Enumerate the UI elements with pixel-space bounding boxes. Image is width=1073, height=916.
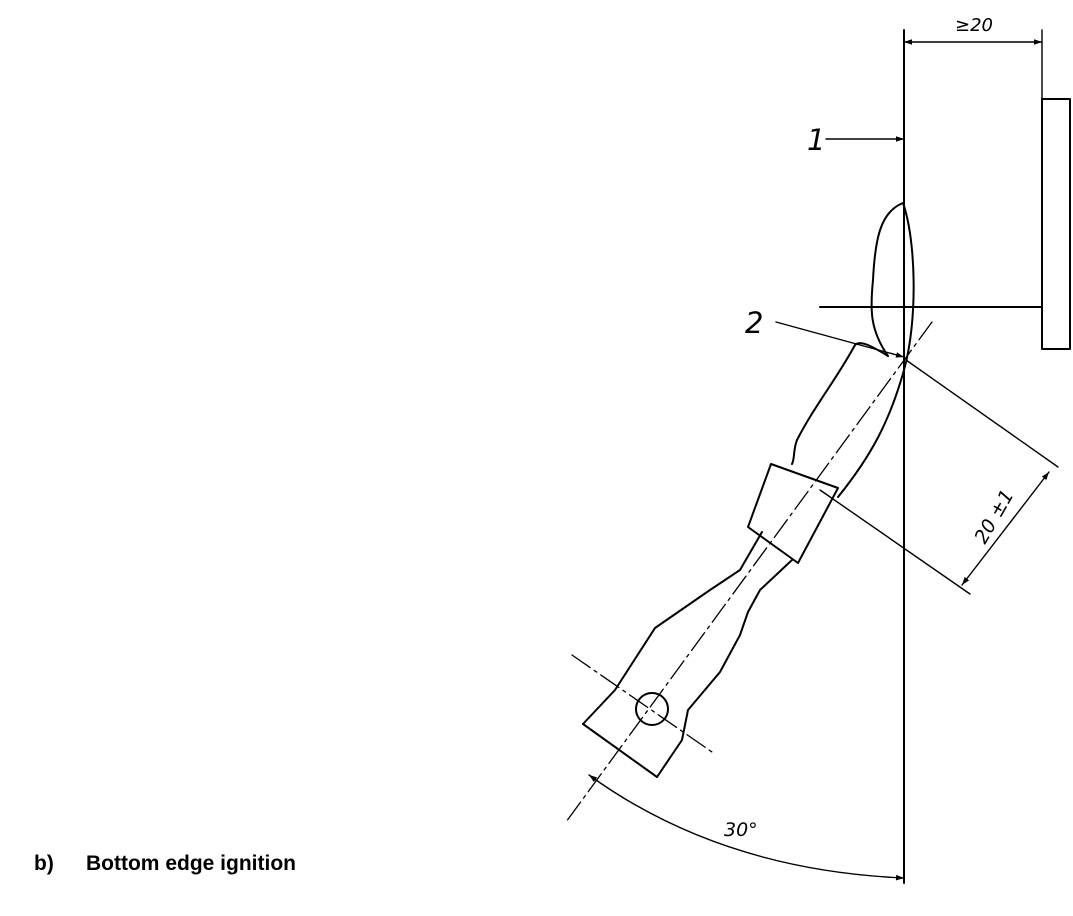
distance-dimension-label: 20 ±1 bbox=[970, 486, 1018, 547]
burner-sleeve bbox=[747, 463, 839, 564]
burner-axis-centerline bbox=[565, 321, 933, 823]
angle-arc bbox=[588, 774, 905, 881]
flame-inner-edge bbox=[837, 202, 915, 498]
distance-extension-line-bottom bbox=[819, 489, 971, 595]
callout-1-label: 1 bbox=[807, 123, 825, 157]
inlet-centerline bbox=[571, 654, 713, 753]
flame-outline bbox=[870, 202, 904, 357]
distance-extension-line-top bbox=[905, 359, 1059, 468]
burner-tube-left bbox=[582, 531, 763, 725]
callout-2-leader bbox=[775, 321, 905, 358]
flame-lower-outline bbox=[791, 342, 889, 465]
distance-dimension-line bbox=[961, 471, 1050, 586]
gap-dimension-label: ≥20 bbox=[955, 15, 993, 36]
caption-text: Bottom edge ignition bbox=[86, 852, 296, 875]
reference-plate bbox=[1041, 98, 1071, 350]
burner-base bbox=[582, 723, 658, 778]
caption-tag: b) bbox=[34, 852, 54, 875]
figure-caption: b) Bottom edge ignition bbox=[34, 852, 296, 876]
burner-tube-right bbox=[656, 559, 793, 778]
callout-2-label: 2 bbox=[745, 306, 763, 340]
angle-dimension-label: 30° bbox=[724, 819, 758, 841]
gas-inlet-circle bbox=[635, 692, 669, 726]
